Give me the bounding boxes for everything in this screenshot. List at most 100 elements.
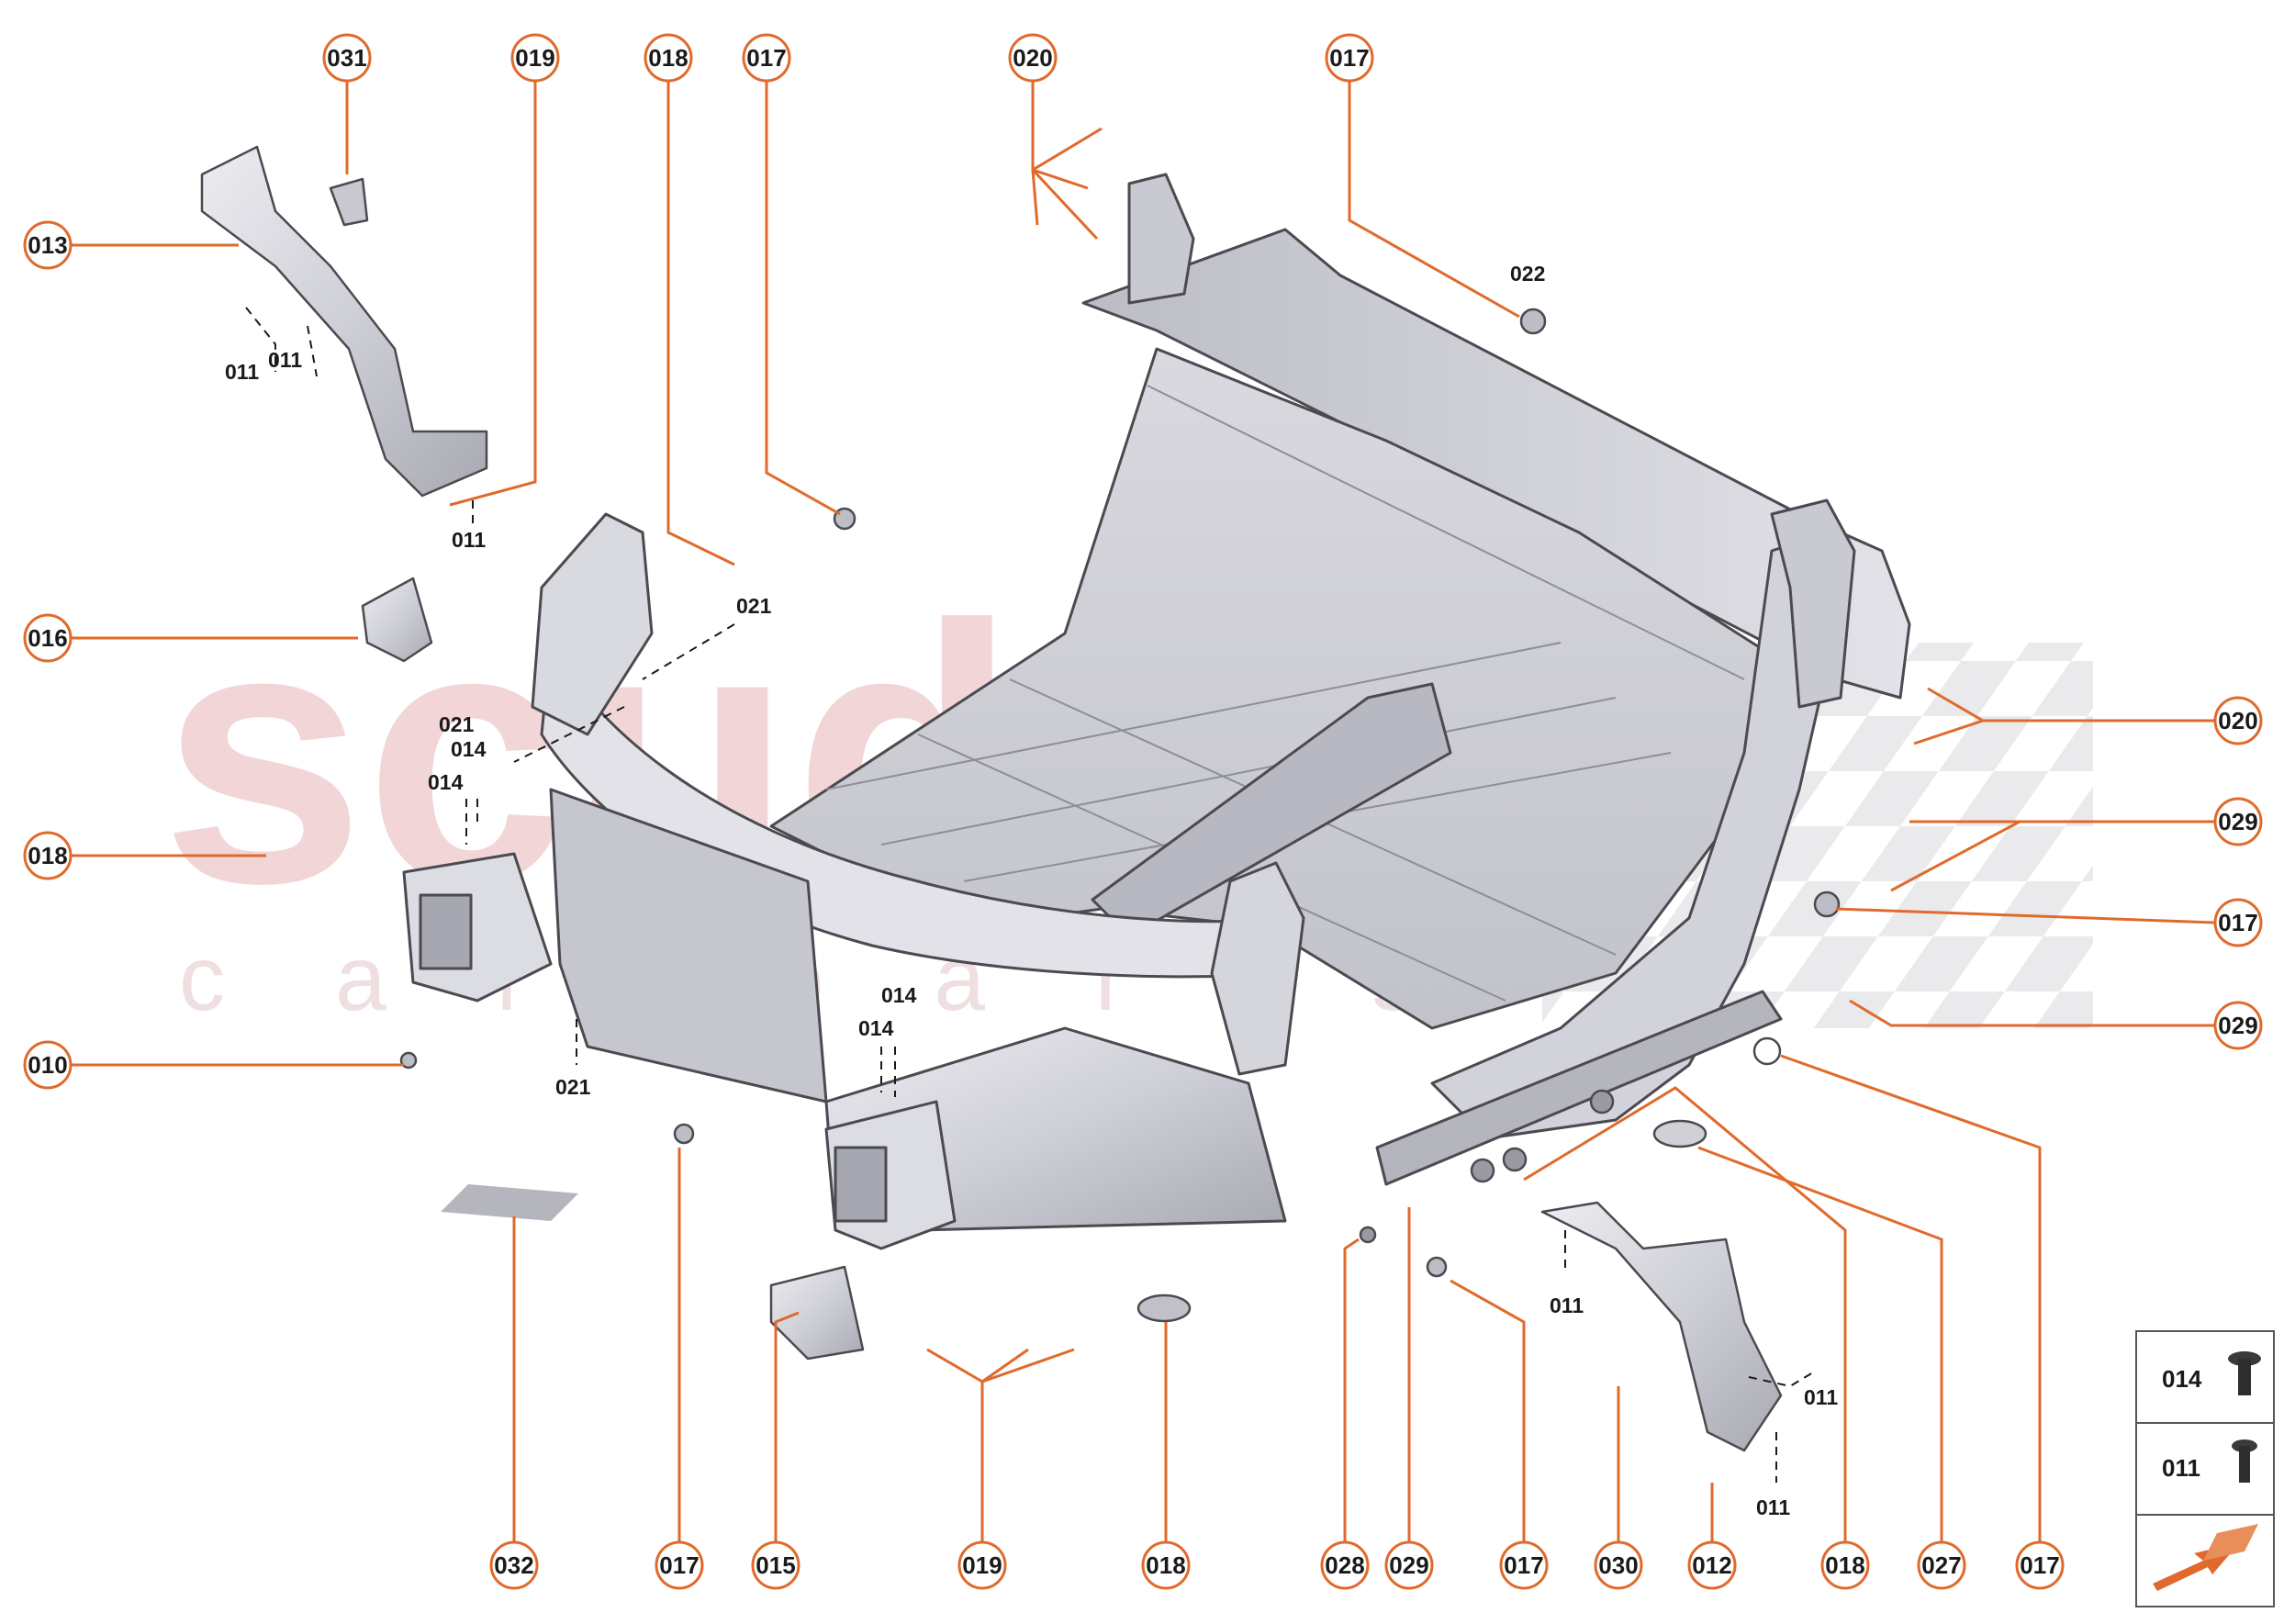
- right-sill-rail: [1375, 990, 1783, 1186]
- label-014-b: 014: [428, 770, 464, 794]
- part-032-pad: [441, 1184, 578, 1221]
- callout-029-c029b: 029: [2213, 1001, 2263, 1050]
- callout-label: 017: [1504, 1551, 1543, 1579]
- callout-label: 019: [962, 1551, 1002, 1579]
- rear-bulkhead-panel: [1081, 228, 1911, 700]
- callout-label: 030: [1598, 1551, 1638, 1579]
- callout-017-c017e: 017: [1499, 1540, 1549, 1590]
- small-labels: 022 011 011 011 021 021 014 014 021 014 …: [225, 262, 1838, 1519]
- label-021-c: 021: [555, 1075, 591, 1099]
- callout-010-c010: 010: [23, 1040, 73, 1090]
- callout-circle: [1499, 1540, 1549, 1590]
- callout-circle: [322, 33, 372, 83]
- callout-label: 016: [28, 624, 67, 652]
- callout-label: 018: [28, 842, 67, 869]
- callout-circle: [23, 831, 73, 880]
- callout-label: 019: [515, 44, 554, 72]
- callout-label: 029: [2218, 1012, 2257, 1039]
- callout-label: 031: [327, 44, 366, 72]
- callout-circle: [1320, 1540, 1370, 1590]
- part-027-plug: [1652, 1119, 1707, 1148]
- left-tower: [531, 512, 654, 736]
- label-014-c: 014: [881, 983, 917, 1007]
- callout-028-c028: 028: [1320, 1540, 1370, 1590]
- label-011-c: 011: [452, 528, 486, 552]
- callout-label: 017: [2218, 909, 2257, 936]
- callout-label: 015: [756, 1551, 795, 1579]
- callout-label: 013: [28, 231, 67, 259]
- part-016-bracket: [361, 577, 433, 663]
- callout-circle: [1384, 1540, 1434, 1590]
- callout-circle: [2213, 1001, 2263, 1050]
- callout-circle: [510, 33, 560, 83]
- callout-012-c012: 012: [1687, 1540, 1737, 1590]
- callout-label: 029: [1389, 1551, 1428, 1579]
- part-022-grommet: [1519, 308, 1547, 335]
- callout-020-c020b: 020: [2213, 696, 2263, 745]
- callout-013-c013: 013: [23, 220, 73, 270]
- callout-circle: [751, 1540, 800, 1590]
- callout-circle: [957, 1540, 1007, 1590]
- part-018-bushing-c: [1502, 1147, 1528, 1172]
- callout-015-c015: 015: [751, 1540, 800, 1590]
- callout-circle: [742, 33, 791, 83]
- callout-circle: [1325, 33, 1374, 83]
- part-015-bracket: [769, 1265, 865, 1361]
- callout-019-c019b: 019: [957, 1540, 1007, 1590]
- callout-019-c019a: 019: [510, 33, 560, 83]
- label-014-d: 014: [858, 1016, 894, 1040]
- callout-circle: [2213, 797, 2263, 846]
- callout-label: 012: [1692, 1551, 1731, 1579]
- label-022: 022: [1510, 262, 1545, 286]
- callout-029-c029c: 029: [1384, 1540, 1434, 1590]
- legend-label-014: 014: [2162, 1365, 2202, 1393]
- callout-label: 010: [28, 1051, 67, 1079]
- callout-label: 020: [2218, 707, 2257, 734]
- callout-label: 027: [1921, 1551, 1961, 1579]
- center-tunnel: [1091, 682, 1452, 938]
- dashed-leaders: [245, 307, 1814, 1483]
- rear-body-structure: [402, 173, 1911, 1250]
- callout-circle: [1687, 1540, 1737, 1590]
- fastener-legend: 014 011: [2135, 1330, 2275, 1607]
- callout-018-c018d: 018: [1820, 1540, 1870, 1590]
- top-flange-right: [1770, 498, 1856, 709]
- callout-027-c027: 027: [1917, 1540, 1966, 1590]
- right-shock-tower: [1210, 861, 1305, 1076]
- callout-circle: [2015, 1540, 2065, 1590]
- bolt-flange-icon: [2228, 1351, 2261, 1395]
- left-sill-box: [549, 788, 828, 1103]
- part-028-nut: [1359, 1226, 1377, 1244]
- part-018-bushing-a: [1589, 1089, 1615, 1114]
- callout-label: 029: [2218, 808, 2257, 835]
- callout-032-c032: 032: [489, 1540, 539, 1590]
- part-017-grommet-c: [1813, 890, 1841, 918]
- part-031-clip: [329, 177, 369, 227]
- callout-031-c031: 031: [322, 33, 372, 83]
- callout-label: 017: [1329, 44, 1369, 72]
- callout-018-c018b: 018: [23, 831, 73, 880]
- callout-label: 017: [746, 44, 786, 72]
- callout-circle: [489, 1540, 539, 1590]
- label-011-b: 011: [268, 348, 302, 372]
- callout-circle: [2213, 898, 2263, 947]
- callout-018-c018c: 018: [1141, 1540, 1191, 1590]
- callout-circle: [655, 1540, 704, 1590]
- callout-label: 018: [1825, 1551, 1864, 1579]
- label-011-d: 011: [1550, 1294, 1584, 1317]
- callout-029-c029a: 029: [2213, 797, 2263, 846]
- label-011-e: 011: [1804, 1385, 1838, 1409]
- callout-circle: [23, 613, 73, 663]
- callout-017-c017a: 017: [742, 33, 791, 83]
- part-018-plug: [1136, 1294, 1192, 1323]
- label-011-f: 011: [1756, 1495, 1790, 1519]
- callout-label: 018: [648, 44, 688, 72]
- callout-circle: [2213, 696, 2263, 745]
- part-017-grommet-f: [1752, 1036, 1782, 1066]
- callout-label: 017: [2020, 1551, 2059, 1579]
- callout-label: 028: [1325, 1551, 1364, 1579]
- direction-arrow-icon: [2153, 1524, 2258, 1591]
- callout-label: 017: [659, 1551, 699, 1579]
